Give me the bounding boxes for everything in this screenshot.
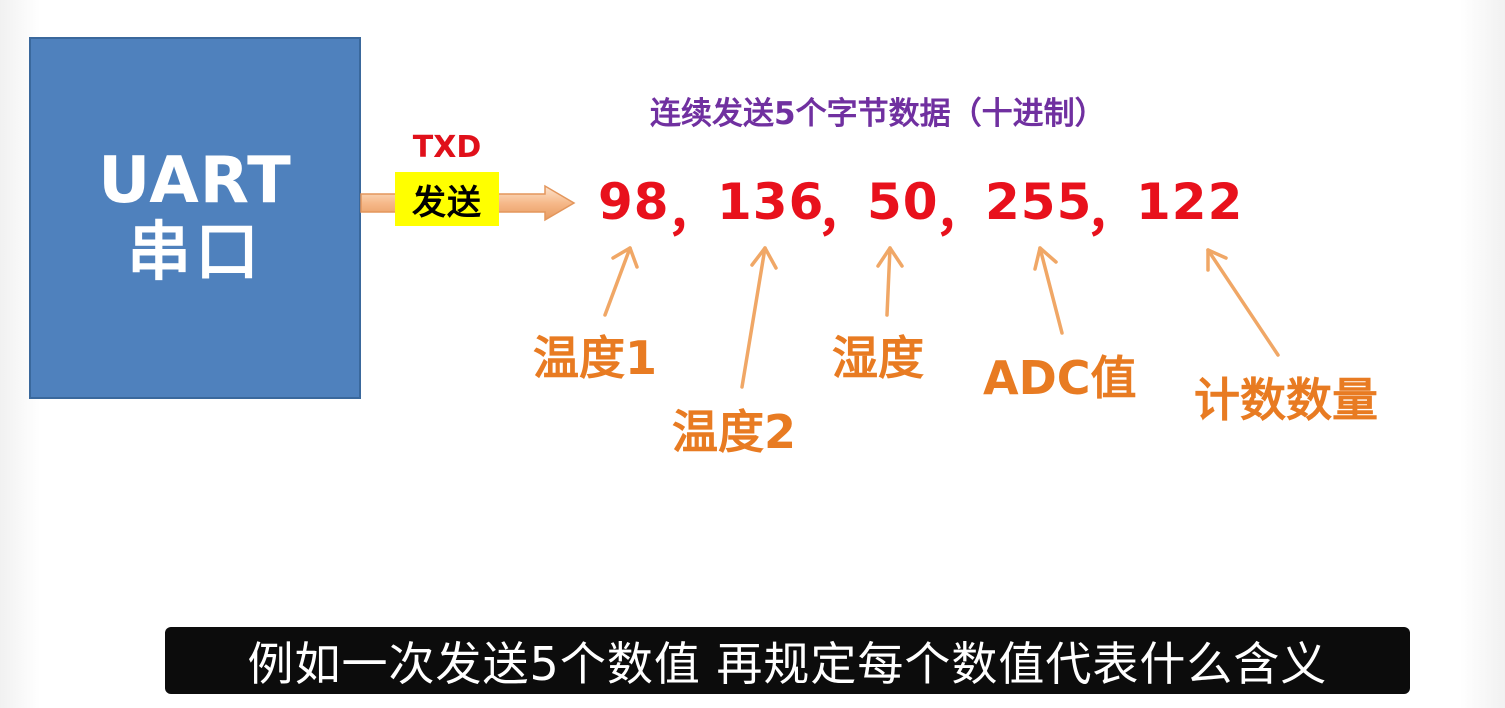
subtitle-text: 例如一次发送5个数值 再规定每个数值代表什么含义 (247, 636, 1328, 691)
label-humidity: 湿度 (832, 331, 924, 385)
uart-serial-block: UART 串口 (29, 37, 361, 399)
byte-value-3: 50 (867, 173, 939, 231)
uart-block-subtitle: 串口 (127, 216, 263, 290)
byte-value-2: 136 (717, 173, 825, 231)
byte-value-1: 98 (598, 173, 670, 231)
byte-separator: ， (817, 184, 867, 242)
uart-block-title: UART (98, 144, 292, 219)
byte-separator: ， (667, 184, 717, 242)
label-count-quantity: 计数数量 (1194, 373, 1378, 427)
byte-separator: ， (1086, 184, 1136, 242)
label-temperature-2: 温度2 (672, 405, 797, 459)
byte-value-5: 122 (1136, 173, 1244, 231)
label-temperature-1: 温度1 (533, 331, 658, 385)
byte-value-4: 255 (985, 173, 1093, 231)
send-badge: 发送 (395, 172, 499, 226)
subtitle-bar: 例如一次发送5个数值 再规定每个数值代表什么含义 (165, 627, 1410, 694)
caption-title: 连续发送5个字节数据（十进制） (650, 96, 1106, 132)
txd-pin-label: TXD (412, 130, 482, 165)
label-adc-value: ADC值 (983, 351, 1137, 405)
byte-separator: ， (935, 184, 985, 242)
